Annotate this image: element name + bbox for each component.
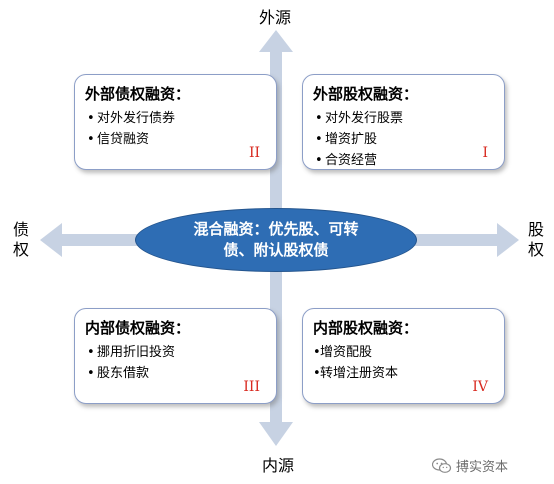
axis-label-top: 外源	[259, 8, 292, 27]
up-arrowhead	[259, 30, 293, 52]
quadrant-internal-debt: 内部债权融资： •挪用折旧投资 •股东借款 III	[74, 308, 277, 404]
list-item: •对外发行债券	[87, 108, 175, 129]
bullet-icon: •	[87, 366, 95, 381]
bullet-icon: •	[313, 366, 321, 381]
quadrant-external-debt: 外部债权融资： •对外发行债券 •信贷融资 II	[74, 74, 277, 170]
right-arrowhead	[497, 223, 519, 257]
bullet-icon: •	[315, 153, 323, 168]
bullet-icon: •	[87, 132, 95, 147]
quadrant-internal-equity: 内部股权融资： •增资配股 •转增注册资本 IV	[302, 308, 505, 404]
box-title: 外部债权融资：	[85, 85, 191, 103]
box-title: 外部股权融资：	[313, 85, 419, 103]
list-item: •股东借款	[87, 363, 175, 384]
bullet-icon: •	[87, 345, 95, 360]
axis-label-left: 债权	[12, 220, 29, 259]
bullet-icon: •	[313, 345, 321, 360]
list-item: •增资配股	[313, 342, 398, 363]
list-item: •转增注册资本	[313, 363, 398, 384]
list-item: •合资经营	[315, 150, 403, 171]
list-item: •信贷融资	[87, 129, 175, 150]
quadrant-numeral: IV	[472, 379, 488, 395]
axis-label-right: 股权	[527, 220, 544, 259]
axis-label-bottom: 内源	[262, 456, 295, 475]
watermark-text: 搏实资本	[456, 460, 509, 475]
box-list: •增资配股 •转增注册资本	[313, 342, 398, 384]
quadrant-external-equity: 外部股权融资： •对外发行股票 •增资扩股 •合资经营 I	[302, 74, 505, 170]
list-item: •增资扩股	[315, 129, 403, 150]
box-title: 内部债权融资：	[85, 319, 191, 337]
wechat-icon	[432, 457, 452, 473]
box-title: 内部股权融资：	[313, 319, 419, 337]
bullet-icon: •	[315, 132, 323, 147]
quadrant-numeral: II	[248, 145, 260, 161]
watermark: 搏实资本	[432, 456, 508, 475]
left-arrowhead	[40, 223, 62, 257]
box-list: •对外发行股票 •增资扩股 •合资经营	[315, 108, 403, 171]
down-arrowhead	[259, 422, 293, 446]
box-list: •对外发行债券 •信贷融资	[87, 108, 175, 150]
bullet-icon: •	[87, 111, 95, 126]
list-item: •对外发行股票	[315, 108, 403, 129]
bullet-icon: •	[315, 111, 323, 126]
center-text: 混合融资：优先股、可转债、附认股权债	[193, 220, 359, 259]
box-list: •挪用折旧投资 •股东借款	[87, 342, 175, 384]
hybrid-financing-ellipse: 混合融资：优先股、可转债、附认股权债	[135, 208, 417, 272]
list-item: •挪用折旧投资	[87, 342, 175, 363]
quadrant-numeral: III	[243, 379, 260, 395]
quadrant-numeral: I	[482, 145, 488, 161]
